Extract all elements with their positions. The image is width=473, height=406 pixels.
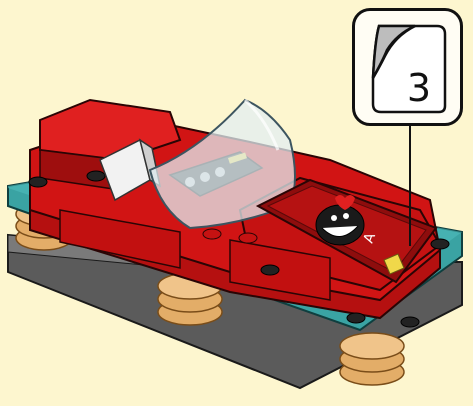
sticker-number: 3 bbox=[399, 66, 439, 110]
wheel-stack-right bbox=[340, 333, 404, 385]
sticker-callout-box: 3 bbox=[352, 8, 463, 126]
